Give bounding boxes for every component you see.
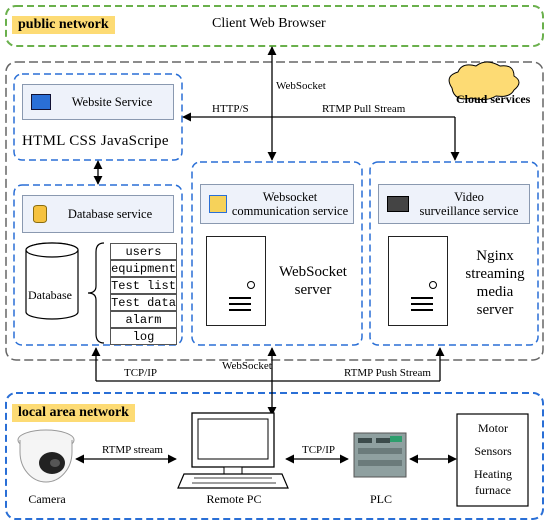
- table-test-list: Test list: [110, 277, 177, 294]
- database-cylinder-icon: [25, 242, 79, 320]
- network-card-icon: [209, 195, 227, 213]
- database-service-label: Database service: [67, 207, 153, 221]
- nginx-label-2: streaming: [465, 266, 525, 282]
- bus-rtmp-push-label: RTMP Push Stream: [344, 367, 431, 379]
- lan-title: local area network: [12, 404, 135, 422]
- website-service-box: Website Service: [22, 84, 174, 120]
- database-small-icon: [33, 205, 47, 223]
- websocket-group: [191, 161, 363, 346]
- table-log: log: [110, 328, 177, 345]
- nginx-label-4: server: [476, 302, 514, 318]
- video-service-label: Video surveillance service: [409, 190, 529, 218]
- device-heating: Heating: [474, 467, 512, 481]
- devices-box: [456, 413, 529, 507]
- video-service-label-line1: Video: [454, 190, 484, 204]
- remote-pc-icon: [177, 412, 289, 489]
- websocket-top-label: WebSocket: [276, 80, 326, 92]
- nginx-label-1: Nginx: [476, 248, 514, 264]
- plc-icon: [353, 432, 407, 478]
- bus-tcpip-label: TCP/IP: [124, 367, 158, 379]
- video-service-label-line2: surveillance service: [419, 204, 519, 218]
- nginx-server-tower: [388, 236, 448, 326]
- web-tech-label: HTML CSS JavaScripe: [22, 133, 169, 149]
- website-service-label: Website Service: [71, 95, 153, 109]
- database-service-box: Database service: [22, 195, 174, 233]
- website-group: [13, 73, 183, 161]
- nginx-label-3: media: [476, 284, 514, 300]
- public-network-title: public network: [12, 16, 115, 34]
- rtmp-pull-label: RTMP Pull Stream: [322, 103, 406, 115]
- websocket-service-label: Websocket communication service: [227, 190, 353, 218]
- table-test-data: Test data: [110, 294, 177, 311]
- rtmp-stream-label: RTMP stream: [102, 444, 163, 456]
- web-page-icon: [31, 94, 51, 110]
- device-sensors: Sensors: [474, 444, 512, 458]
- table-users: users: [110, 243, 177, 260]
- power-led-icon: [247, 281, 255, 289]
- table-equipment: equipment: [110, 260, 177, 277]
- remote-pc-label: Remote PC: [206, 492, 262, 506]
- database-label: Database: [28, 288, 72, 302]
- film-icon: [387, 196, 409, 212]
- cloud-services-badge: Cloud services: [456, 92, 531, 106]
- camera-label: Camera: [28, 492, 66, 506]
- device-furnace: furnace: [475, 483, 511, 497]
- client-browser-label: Client Web Browser: [212, 16, 326, 31]
- websocket-service-box: Websocket communication service: [200, 184, 354, 224]
- public-network-zone: [5, 5, 544, 47]
- websocket-server-label-2: server: [294, 282, 332, 298]
- database-group: [13, 184, 183, 346]
- device-motor: Motor: [478, 421, 508, 435]
- power-led-icon: [429, 281, 437, 289]
- websocket-service-label-line2: communication service: [231, 204, 349, 218]
- plc-label: PLC: [369, 492, 392, 506]
- websocket-server-label-1: WebSocket: [279, 264, 347, 280]
- table-brace: [87, 242, 105, 344]
- table-alarm: alarm: [110, 311, 177, 328]
- video-service-box: Video surveillance service: [378, 184, 530, 224]
- http-label: HTTP/S: [212, 103, 249, 115]
- websocket-server-tower: [206, 236, 266, 326]
- camera-icon: [17, 429, 75, 483]
- cloud-badge-icon: [448, 61, 520, 101]
- websocket-service-label-line1: Websocket: [262, 190, 318, 204]
- video-group: [369, 161, 539, 346]
- bus-websocket-label: WebSocket: [222, 360, 272, 372]
- pc-plc-tcpip-label: TCP/IP: [302, 444, 336, 456]
